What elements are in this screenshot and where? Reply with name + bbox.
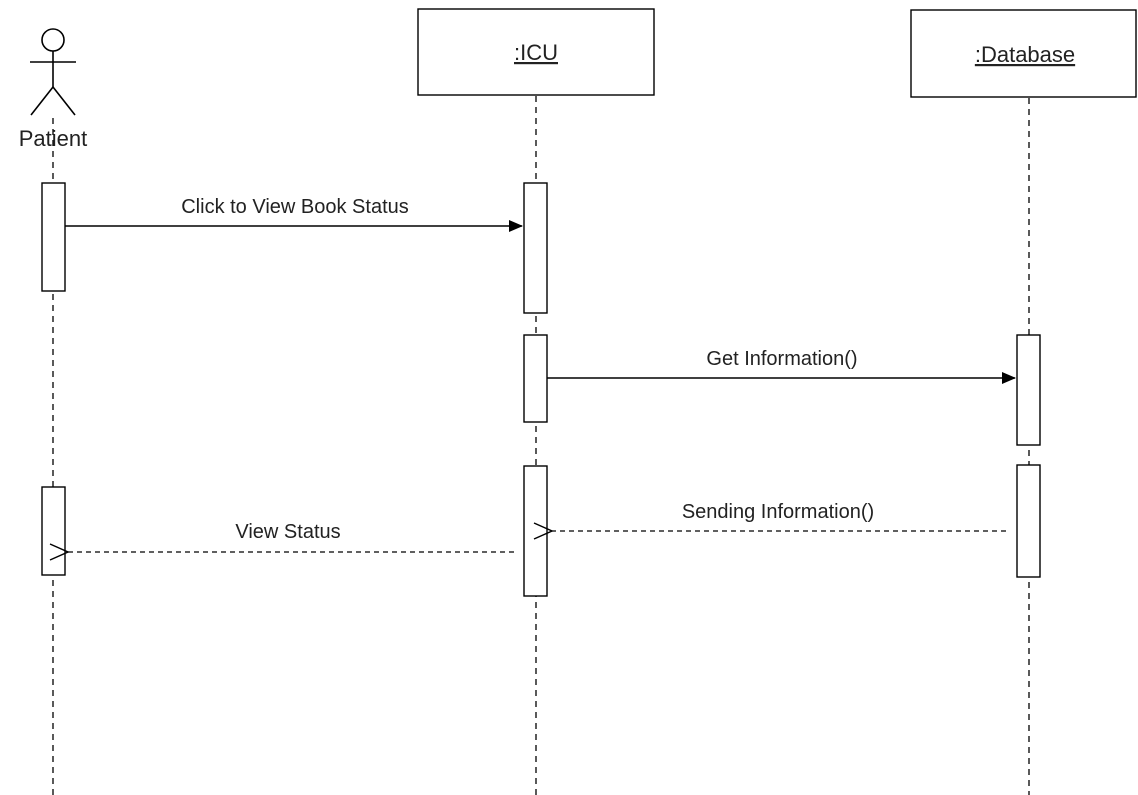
database-box	[910, 9, 1137, 98]
patient-activation-1	[41, 182, 66, 292]
icu-activation-1	[523, 182, 548, 314]
icu-box-label: :ICU	[514, 40, 558, 65]
icu-activation-3	[523, 465, 548, 597]
patient-activation-2	[41, 486, 66, 576]
icu-box	[417, 8, 655, 96]
patient-actor-label: Patient	[19, 126, 88, 151]
database-activation-1	[1016, 334, 1041, 446]
database-box-label: :Database	[975, 42, 1075, 67]
patient-actor-icon	[30, 28, 76, 116]
icu-activation-2	[523, 334, 548, 423]
message-label-sending-information: Sending Information()	[682, 501, 874, 523]
message-label-click-to-view: Click to View Book Status	[181, 196, 409, 218]
database-activation-2	[1016, 464, 1041, 578]
message-label-view-status: View Status	[235, 521, 340, 543]
message-label-get-information: Get Information()	[706, 348, 857, 370]
